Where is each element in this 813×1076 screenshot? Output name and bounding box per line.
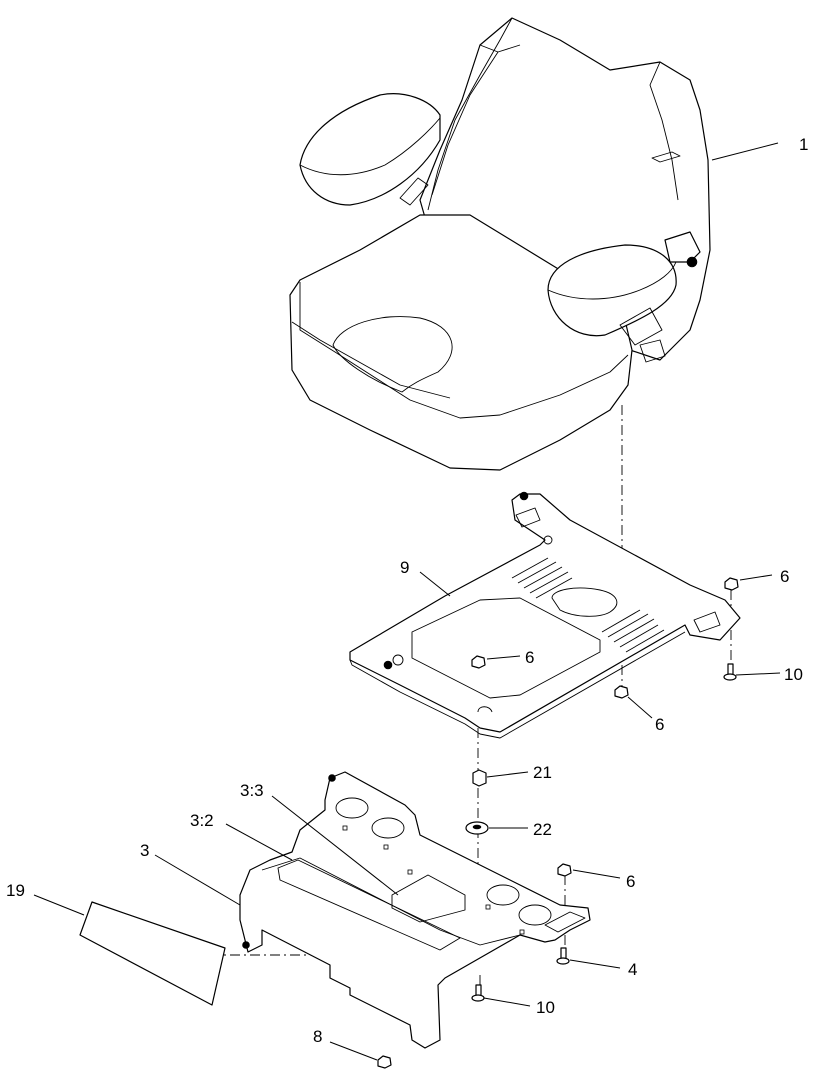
callout-3-3: 3:3 xyxy=(240,781,264,800)
callout-6-center: 6 xyxy=(525,648,534,667)
callout-3: 3 xyxy=(140,841,149,860)
hardware xyxy=(377,577,739,1069)
bolt xyxy=(556,947,570,965)
callout-4: 4 xyxy=(628,960,637,979)
bolt xyxy=(471,984,485,1002)
flange-nut xyxy=(377,1055,392,1069)
base-plate xyxy=(239,771,591,1049)
callout-21: 21 xyxy=(533,763,552,782)
leader-lines xyxy=(33,142,781,1061)
spacer xyxy=(472,769,487,787)
flange-nut xyxy=(614,685,629,699)
callout-1: 1 xyxy=(799,135,808,154)
callout-3-2: 3:2 xyxy=(190,811,214,830)
bolt xyxy=(723,663,737,681)
seat-assembly xyxy=(289,17,711,471)
callout-9: 9 xyxy=(400,558,409,577)
flange-nut xyxy=(557,863,572,877)
callout-19: 19 xyxy=(6,881,25,900)
flange-nut xyxy=(724,577,739,591)
decal-19 xyxy=(79,901,226,1006)
callout-6-base: 6 xyxy=(626,872,635,891)
callout-10-lower: 10 xyxy=(536,998,555,1017)
callout-10-upper: 10 xyxy=(784,665,803,684)
callout-22: 22 xyxy=(533,820,552,839)
callout-6-right: 6 xyxy=(780,567,789,586)
flange-nut xyxy=(471,655,486,669)
washer xyxy=(465,821,489,835)
callout-8: 8 xyxy=(313,1027,322,1046)
seat-mount-plate xyxy=(349,491,741,739)
callout-6-under-plate: 6 xyxy=(655,715,664,734)
vent-slots xyxy=(511,557,665,653)
callout-labels: 1 9 6 6 10 6 21 22 3:3 3:2 3 19 6 4 10 8 xyxy=(6,135,808,1046)
